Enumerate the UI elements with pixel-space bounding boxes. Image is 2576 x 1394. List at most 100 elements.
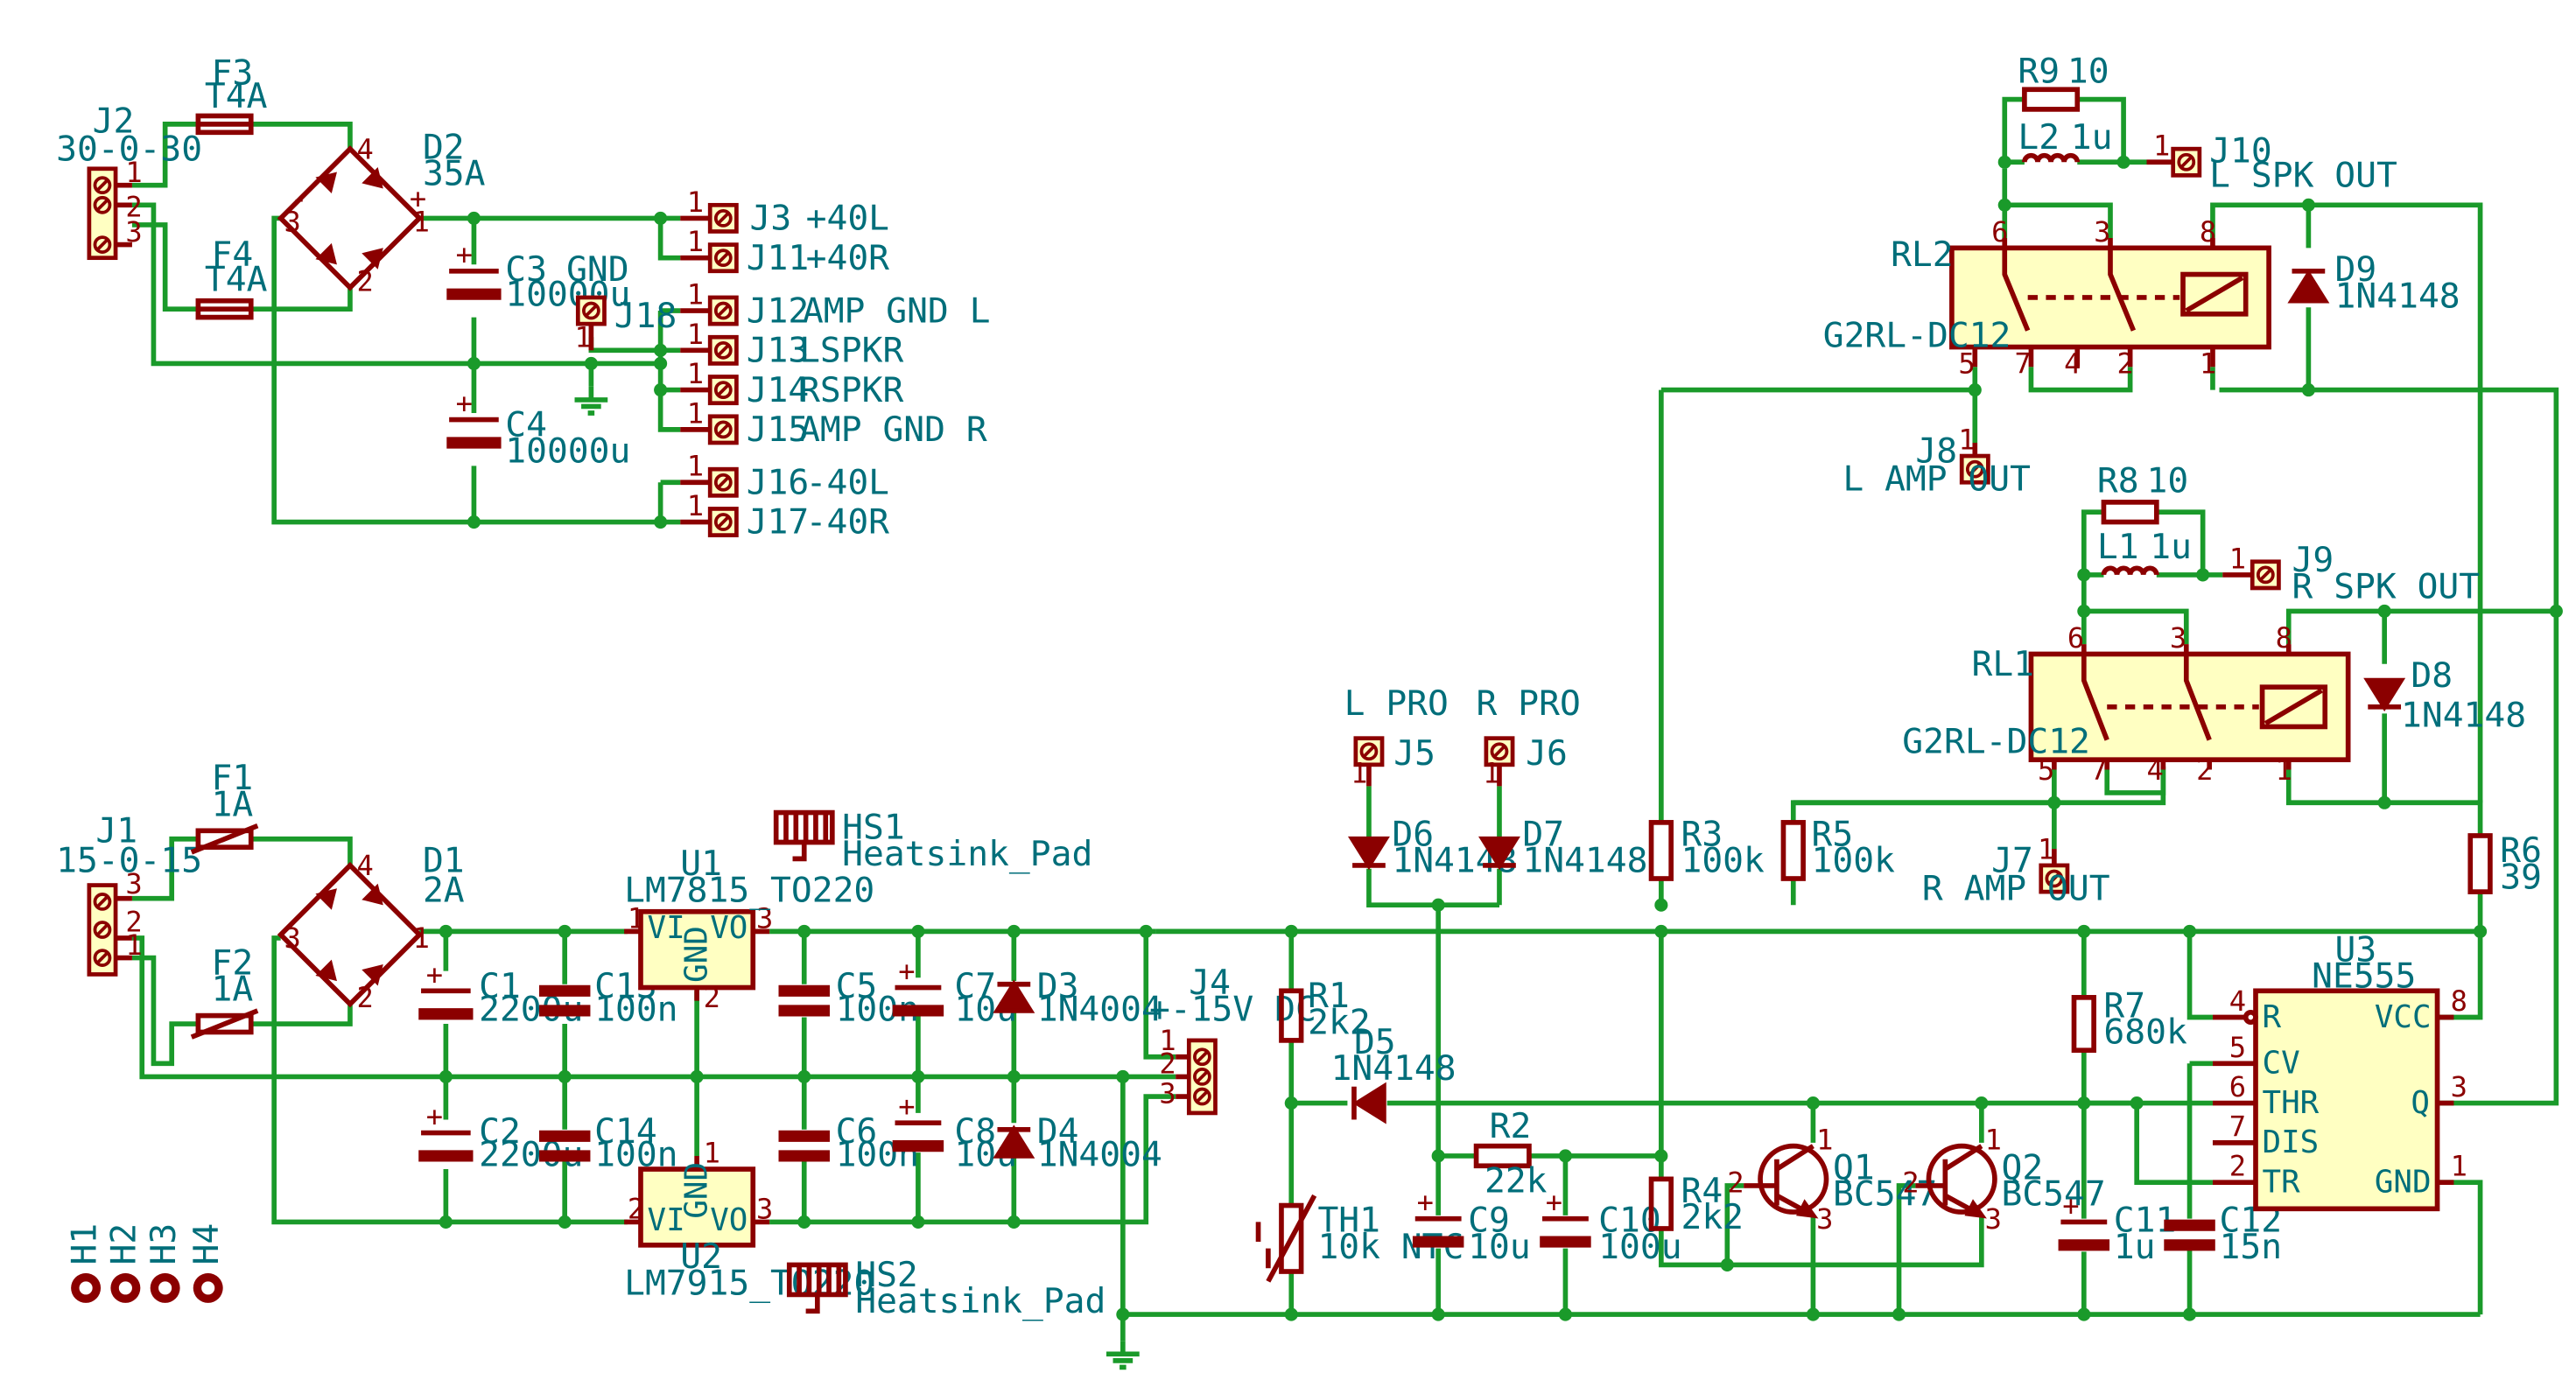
j9-terminal: 1 J9R SPK OUT: [2222, 540, 2480, 606]
f2-ref: F2: [211, 942, 253, 983]
svg-text:1: 1: [1958, 424, 1975, 457]
svg-text:J11: J11: [747, 238, 810, 278]
svg-text:HS1: HS1: [842, 808, 905, 848]
svg-text:+40R: +40R: [806, 238, 890, 278]
svg-text:2: 2: [356, 264, 373, 298]
svg-text:+: +: [410, 182, 426, 215]
j4-terminal-block: 123 J4 +-15V DC: [1149, 963, 1316, 1116]
svg-text:2: 2: [125, 191, 142, 224]
fuse-f1: F1 1A: [190, 758, 259, 855]
svg-text:R5: R5: [1812, 814, 1854, 854]
svg-text:L2: L2: [2018, 117, 2060, 158]
svg-text:J14: J14: [747, 370, 810, 410]
j8-terminal: 1 J8L AMP OUT: [1843, 424, 2031, 500]
svg-text:2: 2: [356, 981, 373, 1014]
u2-ref: U2: [680, 1236, 722, 1277]
svg-text:6: 6: [1991, 215, 2008, 249]
svg-text:10u: 10u: [1468, 1227, 1531, 1267]
svg-text:GND: GND: [678, 1162, 714, 1219]
svg-text:5: 5: [2038, 753, 2054, 787]
svg-text:7: 7: [2090, 753, 2107, 787]
svg-text:2: 2: [1159, 1047, 1176, 1081]
svg-text:1: 1: [125, 156, 142, 189]
svg-text:G2RL-DC12: G2RL-DC12: [1902, 722, 2090, 762]
heatsink-hs2: HS2 Heatsink_Pad: [786, 1255, 1106, 1321]
svg-text:D6: D6: [1392, 814, 1434, 854]
svg-text:1N4148: 1N4148: [2401, 695, 2526, 735]
j6-terminal: R PRO 1 J6: [1477, 683, 1581, 789]
svg-text:THR: THR: [2263, 1085, 2320, 1121]
j7-terminal: 1 J7R AMP OUT: [1922, 832, 2110, 908]
svg-text:D7: D7: [1522, 814, 1564, 854]
svg-text:2k2: 2k2: [1308, 1002, 1371, 1042]
svg-text:8: 8: [2200, 215, 2216, 249]
svg-text:L1: L1: [2097, 527, 2139, 567]
svg-text:D4: D4: [1037, 1111, 1079, 1152]
svg-text:5: 5: [2229, 1031, 2246, 1064]
svg-text:2: 2: [704, 981, 720, 1014]
c3-ref: C3: [505, 249, 547, 290]
svg-text:R6: R6: [2500, 830, 2542, 871]
svg-text:D3: D3: [1037, 966, 1079, 1006]
gnd-label: GND: [566, 249, 629, 290]
j1-value: 15-0-15: [56, 840, 202, 880]
svg-text:C14: C14: [594, 1111, 657, 1152]
svg-text:J5: J5: [1393, 733, 1435, 774]
c3-value: 10000u: [505, 274, 630, 314]
j5-terminal: L PRO 1 J5: [1344, 683, 1449, 789]
u3-ref: U3: [2335, 929, 2377, 970]
svg-text:1: 1: [704, 1137, 720, 1170]
svg-text:GND: GND: [678, 926, 714, 983]
svg-text:3: 3: [1985, 1202, 2002, 1236]
svg-text:H3: H3: [144, 1223, 184, 1265]
f2-value: 1A: [211, 970, 253, 1010]
svg-text:8: 8: [2276, 621, 2292, 655]
gnd-test-point-j18: GND 1 J18: [566, 249, 677, 413]
fuse-f2: F2 1A: [190, 942, 259, 1040]
d1-value: 2A: [423, 870, 465, 910]
svg-text:R1: R1: [1308, 976, 1350, 1016]
svg-text:1: 1: [687, 357, 704, 390]
svg-text:3: 3: [756, 1193, 773, 1226]
svg-text:+40L: +40L: [806, 199, 889, 239]
f4-value: T4A: [205, 259, 268, 299]
svg-text:3: 3: [2170, 621, 2186, 655]
svg-text:C6: C6: [836, 1111, 878, 1152]
svg-text:C5: C5: [836, 966, 878, 1006]
svg-text:+: +: [1417, 1186, 1434, 1219]
j2-value: 30-0-30: [56, 129, 202, 169]
svg-text:J16: J16: [747, 462, 810, 502]
fuse-f3: F3 T4A: [195, 53, 268, 136]
d2-ref: D2: [423, 127, 465, 167]
svg-text:R2: R2: [1490, 1106, 1532, 1146]
svg-text:D9: D9: [2335, 249, 2377, 290]
capacitor-c3: + C3 10000u: [446, 238, 630, 314]
heatsink-hs1: HS1 Heatsink_Pad: [773, 808, 1092, 874]
svg-text:-: -: [291, 182, 307, 215]
svg-text:DIS: DIS: [2263, 1124, 2320, 1160]
svg-text:1u: 1u: [2114, 1227, 2156, 1267]
svg-text:4: 4: [2229, 984, 2246, 1018]
svg-text:1N4148: 1N4148: [1331, 1048, 1456, 1089]
svg-text:J3: J3: [749, 199, 791, 239]
svg-text:Heatsink_Pad: Heatsink_Pad: [855, 1281, 1106, 1321]
svg-text:1: 1: [2229, 542, 2246, 575]
svg-text:LSPKR: LSPKR: [799, 331, 903, 371]
svg-text:2: 2: [2196, 753, 2213, 787]
svg-text:RSPKR: RSPKR: [799, 370, 903, 410]
d1-ref: D1: [423, 840, 465, 880]
svg-text:1: 1: [687, 278, 704, 312]
svg-text:3: 3: [2451, 1070, 2467, 1103]
